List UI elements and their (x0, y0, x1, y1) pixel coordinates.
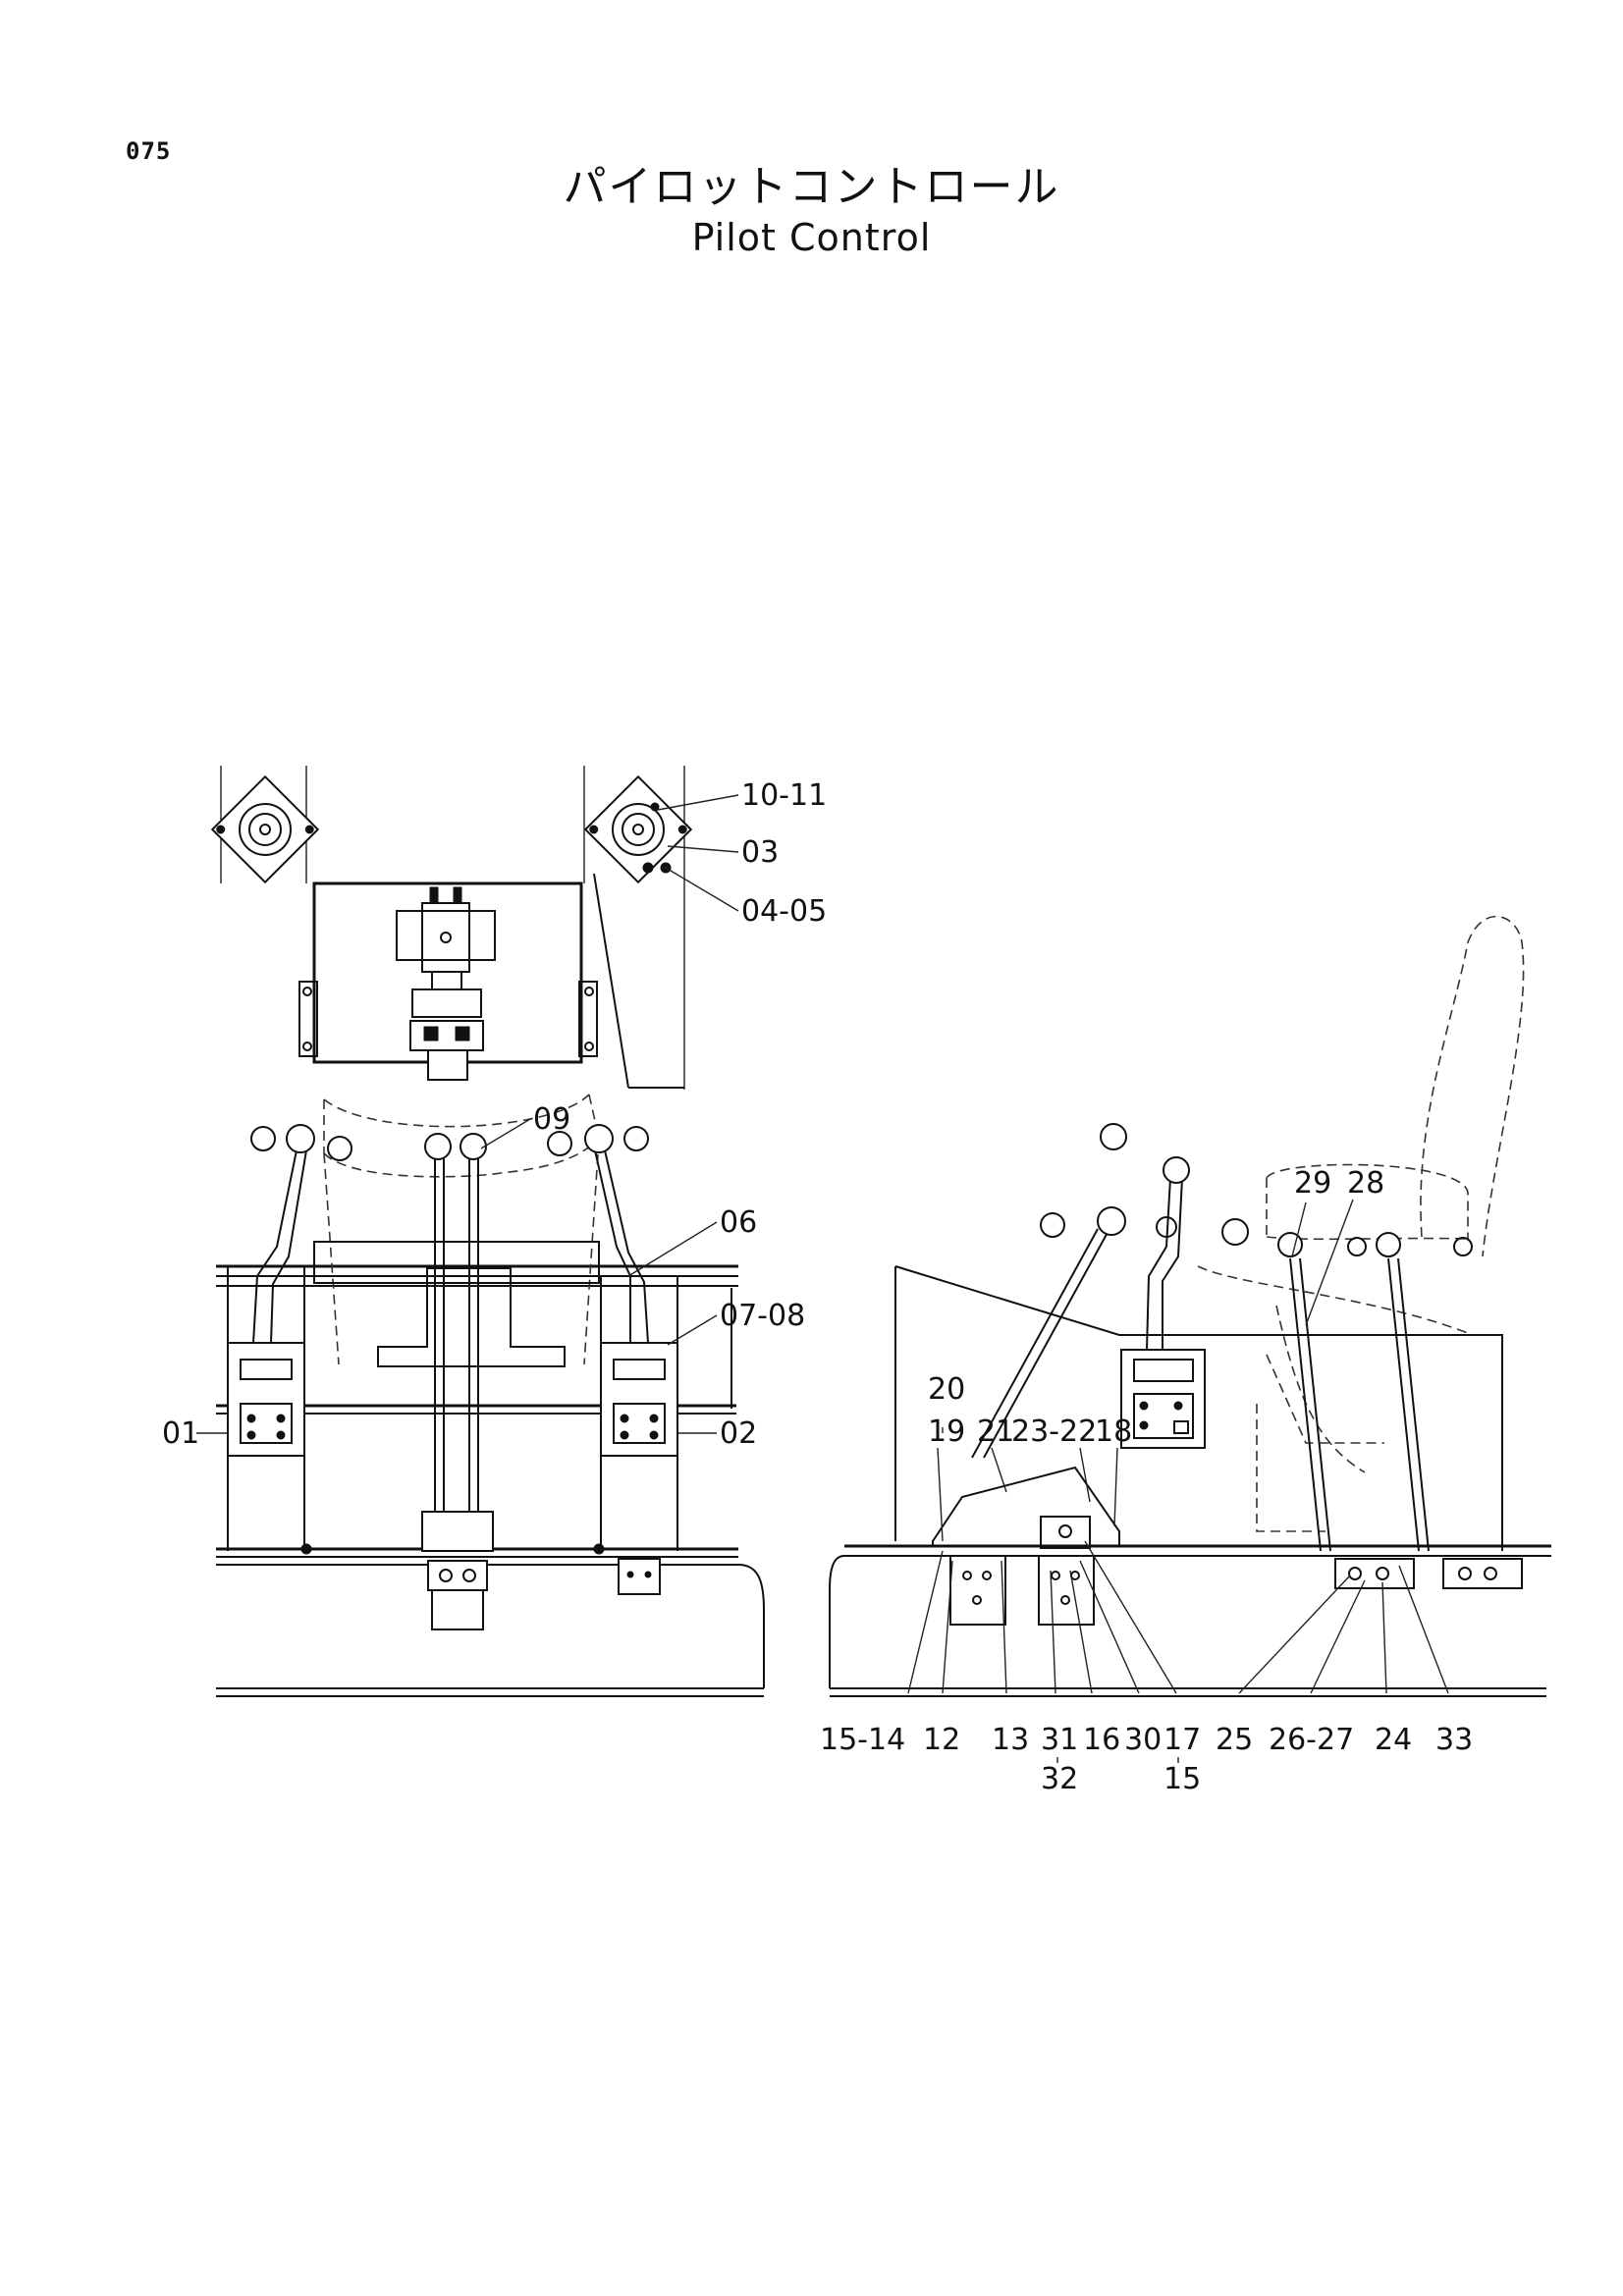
callout-labels: 10-11 03 04-05 09 06 07-08 01 02 29 28 2… (162, 778, 1473, 1796)
callout-29: 29 (1294, 1166, 1331, 1201)
callout-24: 24 (1375, 1723, 1412, 1757)
callout-10-11: 10-11 (741, 778, 827, 813)
callout-30: 30 (1124, 1723, 1162, 1757)
callout-19: 19 (928, 1415, 965, 1449)
page-number: 075 (126, 137, 172, 165)
callout-07-08: 07-08 (720, 1299, 805, 1333)
callout-13: 13 (992, 1723, 1029, 1757)
right-pilot-valve-top (583, 774, 693, 884)
callout-04-05: 04-05 (741, 894, 827, 929)
page-title-japanese: パイロットコントロール (563, 162, 1060, 212)
callout-31: 31 (1041, 1723, 1078, 1757)
top-view-assembly (210, 766, 739, 1090)
callout-17: 17 (1163, 1723, 1201, 1757)
callout-01: 01 (162, 1416, 199, 1451)
callout-25: 25 (1216, 1723, 1253, 1757)
page-title-english: Pilot Control (691, 216, 932, 259)
callout-12: 12 (923, 1723, 960, 1757)
callout-33: 33 (1435, 1723, 1473, 1757)
callout-15: 15 (1163, 1762, 1201, 1796)
side-view-assembly (829, 915, 1551, 1763)
callout-03: 03 (741, 835, 779, 870)
callout-20: 20 (928, 1372, 965, 1407)
left-pilot-valve-top (210, 774, 320, 884)
callout-09: 09 (533, 1102, 570, 1137)
callout-02: 02 (720, 1416, 757, 1451)
callout-21: 21 (977, 1415, 1014, 1449)
callout-26-27: 26-27 (1269, 1723, 1354, 1757)
callout-16: 16 (1083, 1723, 1120, 1757)
callout-06: 06 (720, 1205, 757, 1240)
callout-23-22: 23-22 (1011, 1415, 1097, 1449)
front-view-assembly (196, 1094, 765, 1697)
callout-28: 28 (1347, 1166, 1384, 1201)
callout-32: 32 (1041, 1762, 1078, 1796)
callout-15-14: 15-14 (820, 1723, 905, 1757)
callout-18: 18 (1095, 1415, 1132, 1449)
